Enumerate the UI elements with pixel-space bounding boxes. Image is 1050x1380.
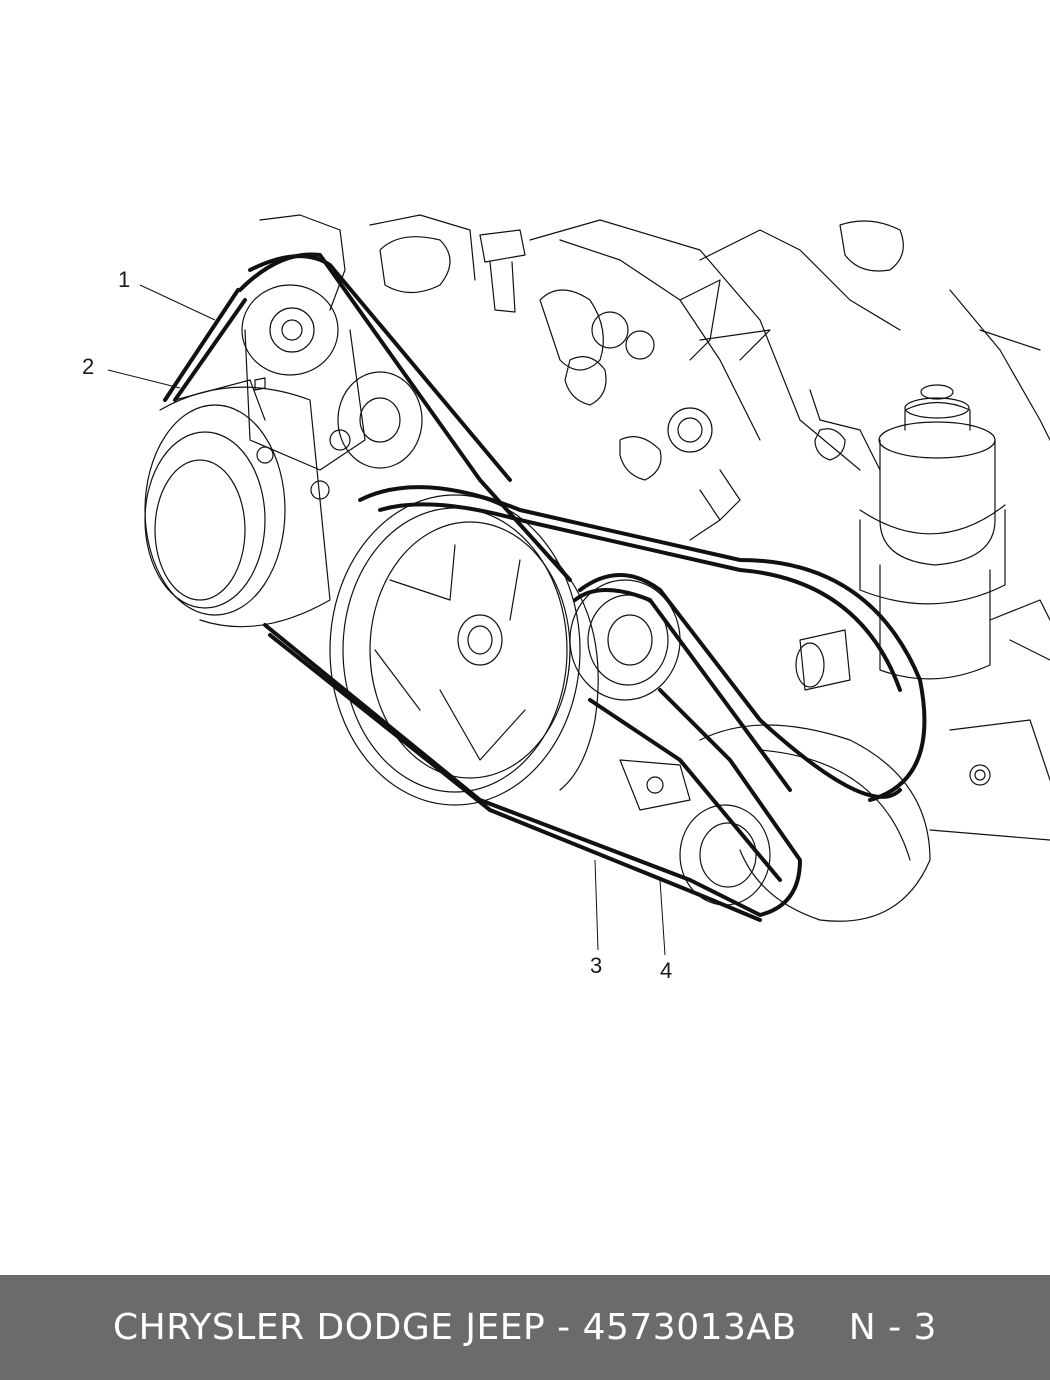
tensioner: [241, 284, 423, 500]
leader-line-1: [139, 284, 216, 321]
idler-pulley: [569, 579, 681, 701]
crank-pulley: [329, 494, 599, 806]
lower-idler: [679, 804, 771, 906]
footer-brand-part: CHRYSLER DODGE JEEP - 4573013AB: [113, 1307, 797, 1348]
alternator: [144, 379, 331, 628]
leader-line-2: [107, 369, 181, 389]
footer-bar: CHRYSLER DODGE JEEP - 4573013AB N - 3: [0, 1275, 1050, 1380]
belt-accessory: [163, 252, 927, 802]
engine-block: [259, 214, 1050, 541]
callout-1: 1: [118, 267, 130, 292]
callout-4: 4: [660, 958, 672, 983]
footer-page-ref: N - 3: [848, 1307, 937, 1348]
belt-drive-diagram: 1 2 3 4: [82, 214, 1050, 983]
belt-main: [263, 623, 802, 922]
callout-3: 3: [590, 953, 602, 978]
callout-2: 2: [82, 354, 94, 379]
reservoir: [859, 384, 1050, 841]
leader-line-3: [594, 859, 599, 951]
steering-pump: [619, 629, 931, 922]
leader-line-4: [659, 879, 666, 956]
